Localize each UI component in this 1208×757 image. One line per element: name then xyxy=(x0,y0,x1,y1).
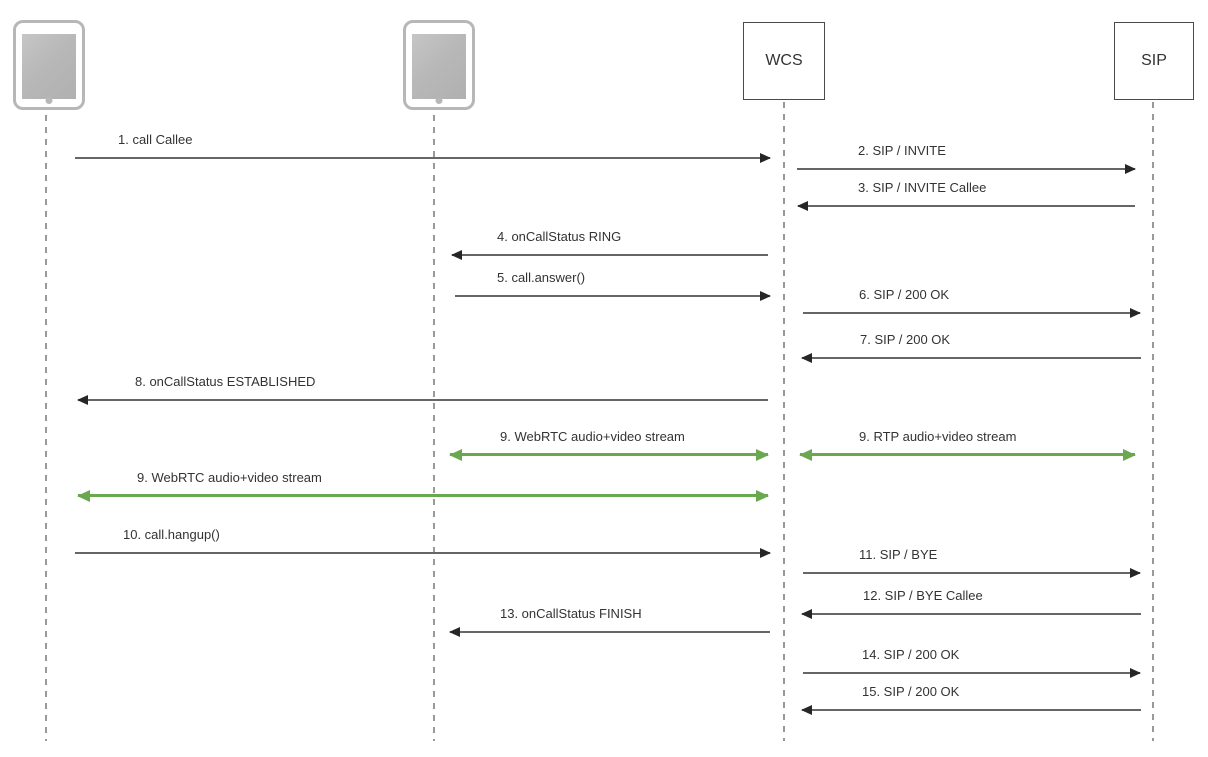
participant-wcs: WCS xyxy=(743,22,825,100)
arrowhead-left-icon xyxy=(77,395,88,405)
arrow-line xyxy=(449,627,770,637)
message-label: 2. SIP / INVITE xyxy=(858,143,946,158)
message-13: 13. onCallStatus FINISH xyxy=(449,606,770,638)
participant-callee-device xyxy=(403,20,475,110)
message-10: 10. call.hangup() xyxy=(75,527,771,559)
message-12: 12. SIP / BYE Callee xyxy=(801,588,1141,620)
arrowhead-left-icon xyxy=(797,201,808,211)
message-label: 9. WebRTC audio+video stream xyxy=(137,470,322,485)
arrowhead-left-icon xyxy=(77,489,90,502)
arrowhead-right-icon xyxy=(1130,308,1141,318)
arrowhead-right-icon xyxy=(756,489,769,502)
message-label: 1. call Callee xyxy=(118,132,193,147)
arrowhead-right-icon xyxy=(1130,668,1141,678)
message-label: 10. call.hangup() xyxy=(123,527,220,542)
message-label: 15. SIP / 200 OK xyxy=(862,684,960,699)
arrow-line xyxy=(803,568,1141,578)
arrowhead-left-icon xyxy=(801,705,812,715)
participant-label: WCS xyxy=(765,52,803,69)
message-label: 6. SIP / 200 OK xyxy=(859,287,950,302)
message-label: 5. call.answer() xyxy=(497,270,586,285)
message-label: 7. SIP / 200 OK xyxy=(860,332,951,347)
arrowhead-right-icon xyxy=(756,448,769,461)
arrow-line xyxy=(801,353,1141,363)
lifeline-callee-device xyxy=(433,115,435,741)
arrow-line xyxy=(797,201,1135,211)
message-2: 2. SIP / INVITE xyxy=(797,143,1136,175)
message-9-webrtc-callee: 9. WebRTC audio+video stream xyxy=(449,429,769,461)
lifeline-wcs xyxy=(783,102,785,741)
arrowhead-right-icon xyxy=(760,153,771,163)
arrow-line xyxy=(801,705,1141,715)
message-label: 3. SIP / INVITE Callee xyxy=(858,180,987,195)
arrow-line xyxy=(803,668,1141,678)
tablet-home-button-icon xyxy=(45,97,53,104)
message-label: 9. WebRTC audio+video stream xyxy=(500,429,685,444)
message-5: 5. call.answer() xyxy=(455,270,771,302)
arrowhead-left-icon xyxy=(449,627,460,637)
participant-label: SIP xyxy=(1141,52,1167,69)
arrowhead-right-icon xyxy=(1123,448,1136,461)
message-9-webrtc-caller: 9. WebRTC audio+video stream xyxy=(77,470,769,502)
arrow-line xyxy=(797,164,1136,174)
message-4: 4. onCallStatus RING xyxy=(451,229,768,261)
message-label: 8. onCallStatus ESTABLISHED xyxy=(135,374,316,389)
message-15: 15. SIP / 200 OK xyxy=(801,684,1141,716)
arrow-line xyxy=(449,448,769,461)
arrow-line xyxy=(451,250,768,260)
tablet-screen-icon xyxy=(412,34,466,99)
arrowhead-left-icon xyxy=(451,250,462,260)
arrowhead-left-icon xyxy=(801,609,812,619)
message-6: 6. SIP / 200 OK xyxy=(803,287,1141,319)
arrow-line xyxy=(455,291,771,301)
participant-sip: SIP xyxy=(1114,22,1194,100)
arrow-line xyxy=(799,448,1136,461)
message-label: 14. SIP / 200 OK xyxy=(862,647,960,662)
message-14: 14. SIP / 200 OK xyxy=(803,647,1141,679)
arrowhead-right-icon xyxy=(1125,164,1136,174)
arrowhead-left-icon xyxy=(799,448,812,461)
message-9-rtp: 9. RTP audio+video stream xyxy=(799,429,1136,461)
participant-caller-device xyxy=(13,20,85,110)
message-7: 7. SIP / 200 OK xyxy=(801,332,1141,364)
arrow-line xyxy=(75,548,771,558)
arrowhead-right-icon xyxy=(760,291,771,301)
message-label: 13. onCallStatus FINISH xyxy=(500,606,642,621)
message-label: 4. onCallStatus RING xyxy=(497,229,622,244)
arrowhead-left-icon xyxy=(801,353,812,363)
message-3: 3. SIP / INVITE Callee xyxy=(797,180,1135,212)
arrow-line xyxy=(803,308,1141,318)
message-label: 9. RTP audio+video stream xyxy=(859,429,1017,444)
message-1: 1. call Callee xyxy=(75,132,771,164)
lifeline-caller-device xyxy=(45,115,47,741)
arrow-line xyxy=(77,489,769,502)
arrowhead-left-icon xyxy=(449,448,462,461)
message-label: 12. SIP / BYE Callee xyxy=(863,588,983,603)
message-label: 11. SIP / BYE xyxy=(859,547,938,562)
arrowhead-right-icon xyxy=(760,548,771,558)
tablet-screen-icon xyxy=(22,34,76,99)
message-11: 11. SIP / BYE xyxy=(803,547,1141,579)
arrow-line xyxy=(75,153,771,163)
lifeline-sip xyxy=(1152,102,1154,741)
tablet-home-button-icon xyxy=(435,97,443,104)
message-8: 8. onCallStatus ESTABLISHED xyxy=(77,374,768,406)
arrow-line xyxy=(77,395,768,405)
arrowhead-right-icon xyxy=(1130,568,1141,578)
arrow-line xyxy=(801,609,1141,619)
